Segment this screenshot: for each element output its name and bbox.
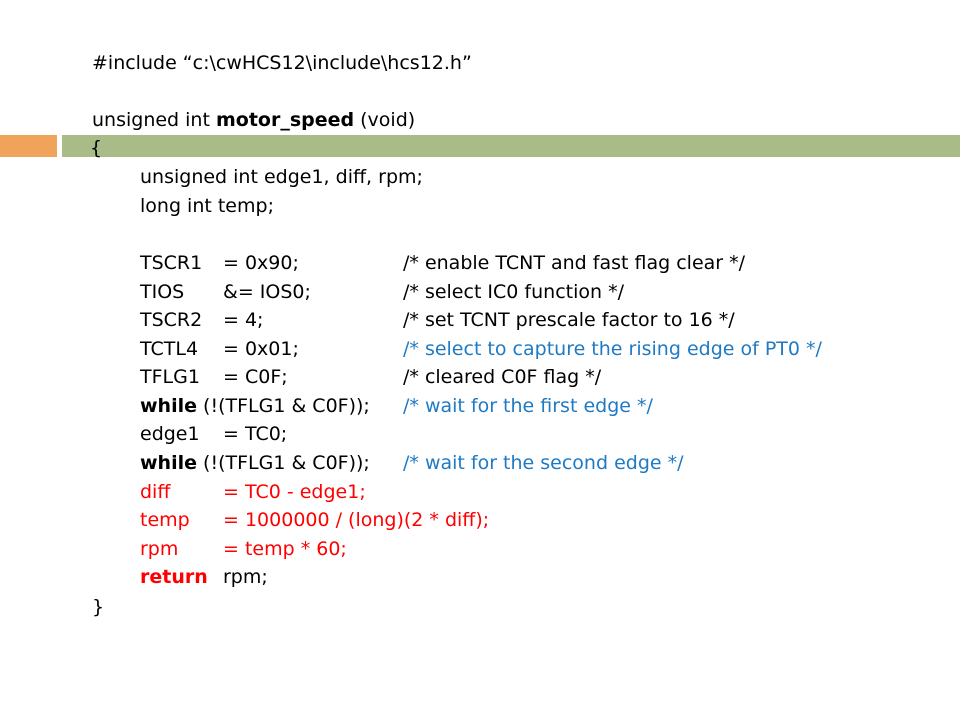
calculation-line: diff = TC0 - edge1; <box>140 477 940 507</box>
close-brace: } <box>92 596 105 618</box>
accent-bar-left <box>0 135 57 157</box>
assignment: = C0F; <box>223 366 288 388</box>
accent-bar-right <box>62 135 960 157</box>
calculation-line: temp = 1000000 / (long)(2 * diff); <box>140 505 940 535</box>
statement-line: TCTL4 = 0x01; /* select to capture the r… <box>140 334 940 364</box>
while-keyword: while <box>140 452 197 474</box>
loop-condition: (!(TFLG1 & C0F)); <box>197 395 370 417</box>
while-keyword: while <box>140 395 197 417</box>
include-line: #include “c:\cwHCS12\include\hcs12.h” <box>92 52 472 74</box>
assignment: = TC0 - edge1; <box>223 481 366 503</box>
code-comment: /* select to capture the rising edge of … <box>403 338 822 360</box>
register-name: TIOS <box>140 281 185 303</box>
code-comment: /* select IC0 function */ <box>403 281 624 303</box>
statement-line: TSCR1 = 0x90; /* enable TCNT and fast fl… <box>140 248 940 278</box>
register-name: edge1 <box>140 423 200 445</box>
variable-name: rpm <box>140 538 179 560</box>
assignment: = 1000000 / (long)(2 * diff); <box>223 509 490 531</box>
register-name: TFLG1 <box>140 366 200 388</box>
open-brace: { <box>90 137 103 159</box>
register-name: TSCR2 <box>140 309 203 331</box>
declaration-line: long int temp; <box>140 195 274 217</box>
statement-line: TSCR2 = 4; /* set TCNT prescale factor t… <box>140 305 940 335</box>
code-comment: /* cleared C0F flag */ <box>403 366 602 388</box>
code-comment: /* set TCNT prescale factor to 16 */ <box>403 309 735 331</box>
assignment: = 0x90; <box>223 252 299 274</box>
while-loop-line: while (!(TFLG1 & C0F)); /* wait for the … <box>140 448 940 478</box>
statement-line: TIOS &= IOS0; /* select IC0 function */ <box>140 277 940 307</box>
variable-name: diff <box>140 481 171 503</box>
assignment: = 4; <box>223 309 264 331</box>
register-name: TSCR1 <box>140 252 203 274</box>
return-value: rpm; <box>223 566 268 588</box>
return-line: return rpm; <box>140 562 940 592</box>
while-loop-line: while (!(TFLG1 & C0F)); /* wait for the … <box>140 391 940 421</box>
code-comment: /* wait for the second edge */ <box>403 452 684 474</box>
assignment: = TC0; <box>223 423 288 445</box>
assignment: &= IOS0; <box>223 281 311 303</box>
function-signature: unsigned int motor_speed (void) <box>92 105 415 135</box>
parameter-list: (void) <box>354 109 416 131</box>
statement-line: TFLG1 = C0F; /* cleared C0F flag */ <box>140 362 940 392</box>
function-name: motor_speed <box>215 109 355 131</box>
register-name: TCTL4 <box>140 338 199 360</box>
variable-name: temp <box>140 509 190 531</box>
code-comment: /* enable TCNT and fast flag clear */ <box>403 252 746 274</box>
declaration-line: unsigned int edge1, diff, rpm; <box>140 166 423 188</box>
loop-condition: (!(TFLG1 & C0F)); <box>197 452 370 474</box>
assignment: = 0x01; <box>223 338 299 360</box>
statement-line: edge1 = TC0; <box>140 419 940 449</box>
assignment: = temp * 60; <box>223 538 347 560</box>
return-keyword: return <box>140 566 208 588</box>
calculation-line: rpm = temp * 60; <box>140 534 940 564</box>
return-type: unsigned int <box>92 109 216 131</box>
code-comment: /* wait for the first edge */ <box>403 395 653 417</box>
